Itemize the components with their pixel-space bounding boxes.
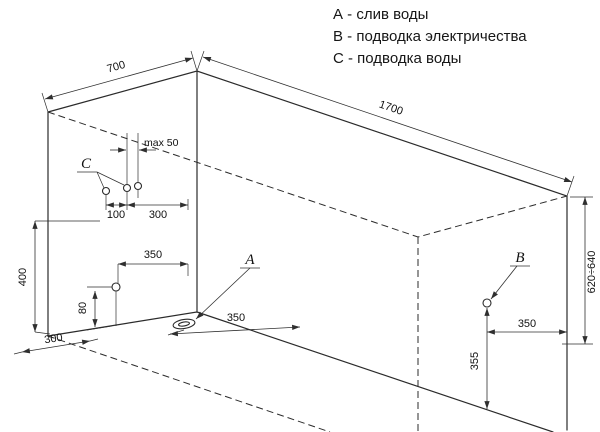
- electric-355-label: 355: [469, 352, 481, 370]
- extension-lines-80: [86, 286, 113, 331]
- front-300-label: 300: [44, 332, 64, 347]
- dimension-line-350: [169, 324, 301, 337]
- dimension-line: [21, 339, 91, 354]
- water-350-label: 350: [144, 249, 162, 261]
- electric-group: В 355 350: [469, 250, 567, 409]
- water-100-label: 100: [107, 209, 125, 221]
- length-dim-label: 1700: [377, 99, 404, 118]
- water-300-label: 300: [149, 209, 167, 221]
- legend-item-drain: А - слив воды: [333, 6, 428, 23]
- drain-label: А: [244, 252, 255, 268]
- dimension-line: [44, 57, 194, 100]
- water-point-3: [133, 181, 143, 191]
- electric-leader: [490, 265, 518, 300]
- legend-item-electric: В - подводка электричества: [333, 28, 527, 45]
- leader-lines: [96, 171, 125, 189]
- extension-lines: [196, 50, 575, 197]
- dimension-length-1700: 1700: [196, 50, 575, 197]
- drain-350-label: 350: [227, 312, 245, 324]
- extension-lines: [41, 50, 198, 113]
- water-point-1: [101, 186, 111, 196]
- visible-edges: [47, 70, 568, 432]
- extension-lines-350: [117, 264, 189, 283]
- drain-group: А 350: [167, 252, 301, 337]
- drain-leader: [195, 267, 251, 320]
- dimension-width-700: 700: [41, 50, 198, 113]
- legend-item-water: С - подводка воды: [333, 50, 461, 67]
- max50-extension-lines: [126, 133, 139, 184]
- electric-350-label: 350: [518, 318, 536, 330]
- max50-label: max 50: [144, 137, 179, 149]
- dimension-tub-height: 620÷640: [562, 196, 598, 345]
- hidden-edges: [47, 111, 568, 432]
- width-dim-label: 700: [106, 59, 127, 75]
- legend: А - слив воды В - подводка электричества…: [333, 6, 527, 67]
- dimension-line: [202, 56, 573, 183]
- water-supply-label: С: [81, 156, 92, 172]
- dimension-front-300: 300: [13, 332, 99, 355]
- drain-symbol: [172, 318, 196, 330]
- electric-point: [482, 298, 492, 308]
- extension-lines: [34, 220, 100, 335]
- drain-symbol-inner: [178, 321, 190, 327]
- tub-height-label: 620÷640: [586, 251, 598, 294]
- drain-pipe-point: [111, 282, 121, 292]
- electric-label: В: [515, 250, 524, 266]
- extension-lines-100-300: [105, 190, 189, 210]
- water-supply-group: С max 50 100 300 350: [77, 133, 189, 283]
- bathtub-outline: [47, 70, 568, 432]
- water-point-2: [122, 183, 132, 193]
- extension-lines: [562, 196, 593, 345]
- dimension-height-400: 400: [17, 220, 100, 335]
- height-400-label: 400: [17, 268, 29, 286]
- drain-80-label: 80: [77, 302, 89, 314]
- extension-lines: [13, 338, 99, 355]
- drain-connection-group: 80: [77, 282, 121, 331]
